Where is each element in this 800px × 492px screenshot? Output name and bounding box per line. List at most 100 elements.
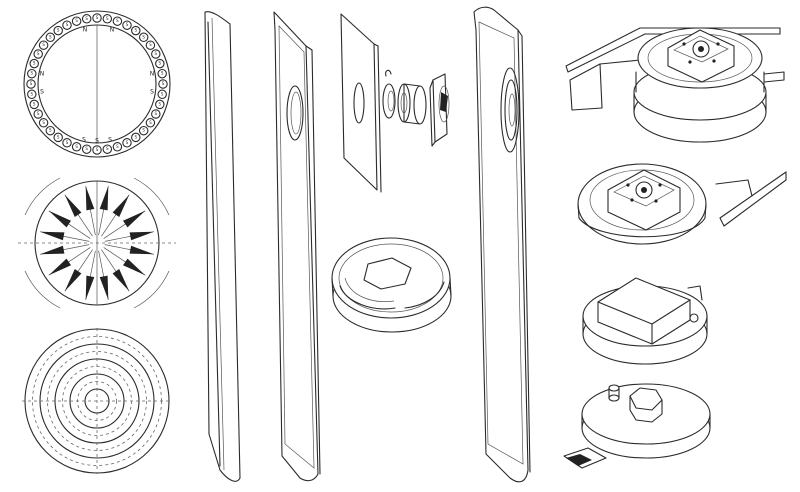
assembly-view-2 <box>577 163 787 245</box>
magnet-pole-cell <box>151 109 161 119</box>
assembly-view-1 <box>565 27 785 143</box>
magnet-pole-cell <box>45 32 56 43</box>
magnet-pole-cell-label: S <box>31 71 34 76</box>
magnet-pole-cell-label: S <box>75 18 78 23</box>
flux-arrow-head <box>40 245 65 255</box>
magnet-pole-cell-label: S <box>37 51 40 56</box>
flux-arrow-head <box>99 275 109 300</box>
magnet-pole-cell <box>81 144 92 154</box>
pole-label-bottom-2: S <box>95 138 99 145</box>
magnet-pole-cell-label: S <box>85 16 88 21</box>
pole-label-top-1: N <box>83 27 88 34</box>
pole-label-right-1: N <box>150 71 155 78</box>
flux-arrow-head <box>85 275 95 300</box>
magnet-pole-cell <box>92 13 102 23</box>
magnet-pole-cell-label: S <box>106 16 109 21</box>
magnet-pole-cell-label: S <box>126 22 129 27</box>
magnet-pole-cell-label: S <box>66 22 69 27</box>
magnet-pole-cell <box>71 16 82 26</box>
magnet-pole-cell <box>27 89 37 100</box>
flux-arrow-head <box>123 210 146 228</box>
magnet-pole-cell-label: S <box>31 91 34 96</box>
magnet-pole-cell <box>81 14 92 24</box>
concentric-rings-diagram <box>22 328 172 474</box>
magnet-pole-cell <box>38 118 49 128</box>
pole-label-right-2: S <box>150 89 154 96</box>
magnet-pole-cell-label: S <box>116 144 119 149</box>
magnet-pole-cell-label: S <box>135 134 138 139</box>
magnet-pole-cell-label: S <box>49 34 52 39</box>
magnet-pole-cell-label: S <box>161 71 164 76</box>
flux-arrow-head <box>40 231 65 241</box>
magnet-pole-cell <box>151 49 161 59</box>
magnet-pole-cell <box>102 14 113 24</box>
magnet-pole-cell-label: S <box>96 15 99 20</box>
flux-arrow-head <box>123 258 146 276</box>
magnet-pole-cell <box>122 20 132 30</box>
magnet-pole-cell-label: S <box>49 128 52 133</box>
pole-label-bottom-1: S <box>82 137 86 144</box>
magnet-pole-cell <box>102 144 113 154</box>
magnet-pole-cell-label: S <box>149 42 152 47</box>
magnet-pole-cell-label: S <box>42 42 45 47</box>
cover-panel <box>204 11 241 482</box>
pole-label-bottom-3: S <box>108 137 112 144</box>
concentric-ring <box>47 351 147 451</box>
magnet-pole-cell-label: S <box>37 111 40 116</box>
magnet-pole-cell <box>92 145 102 155</box>
magnet-pole-cell-label: S <box>162 81 165 86</box>
magnet-pole-cell-label: S <box>142 34 145 39</box>
magnet-pole-cell <box>27 68 37 79</box>
magnet-pole-cell-label: S <box>135 28 138 33</box>
magnet-pole-cell <box>112 142 123 152</box>
magnet-pole-cell-label: S <box>155 51 158 56</box>
magnet-pole-cell <box>131 25 141 36</box>
flux-arrow-diagram <box>18 177 176 309</box>
magnet-pole-cell-label: S <box>33 61 36 66</box>
flux-arrow-head <box>99 186 109 211</box>
magnet-pole-cell-label: S <box>75 144 78 149</box>
magnet-pole-cell <box>158 79 168 89</box>
magnet-pole-cell-label: S <box>106 146 109 151</box>
assembled-phone <box>473 6 531 483</box>
magnet-pole-cell <box>33 49 43 59</box>
magnet-pole-cell <box>26 79 36 89</box>
magnet-pole-cell-label: S <box>149 120 152 125</box>
magnet-pole-cell-label: S <box>66 140 69 145</box>
magnet-pole-cell <box>33 109 43 119</box>
magnet-pole-cell <box>157 89 167 100</box>
flux-arrow-head <box>112 269 130 292</box>
magnet-pole-cell <box>145 118 156 128</box>
magnet-pole-cell <box>138 32 149 43</box>
flux-arrow-head <box>129 231 154 241</box>
magnet-pole-cell <box>29 99 39 110</box>
assembly-view-3 <box>582 277 708 365</box>
pole-label-left-1: N <box>40 71 45 78</box>
magnet-pole-cell-label: S <box>142 128 145 133</box>
flux-arrows <box>40 186 154 300</box>
magnet-pole-cell-label: S <box>126 140 129 145</box>
magnet-pole-cell-label: S <box>155 111 158 116</box>
magnet-pole-cell <box>53 132 63 143</box>
flux-arrow-head <box>48 258 71 276</box>
flux-arrow-head <box>48 210 71 228</box>
magnet-pole-cell <box>138 125 149 136</box>
magnet-pole-cell <box>38 40 49 50</box>
magnet-pole-cell-label: S <box>159 61 162 66</box>
flux-arrow-head <box>129 245 154 255</box>
flux-arrow-head <box>85 186 95 211</box>
magnet-pole-cell <box>29 58 39 69</box>
magnet-pole-cell <box>71 142 82 152</box>
magnet-pole-cell <box>45 125 56 136</box>
magnet-pole-cell <box>155 99 165 110</box>
magnet-pole-cell-label: S <box>30 81 33 86</box>
phone-back-panel <box>273 11 321 482</box>
assembly-view-4 <box>563 383 711 469</box>
flux-arrow-head <box>64 194 82 217</box>
magnet-pole-cell <box>157 68 167 79</box>
flux-arrow-head <box>112 194 130 217</box>
pole-label-left-2: S <box>40 89 44 96</box>
